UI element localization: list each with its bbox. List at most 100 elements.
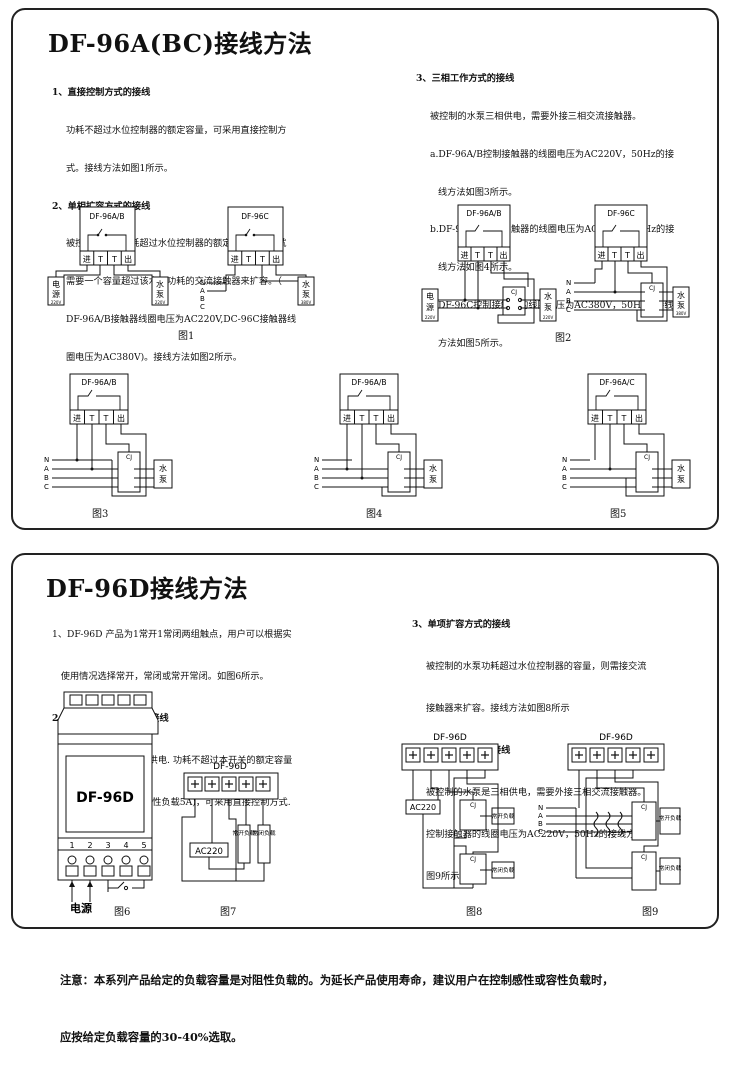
svg-text:220V: 220V	[543, 315, 554, 320]
svg-text:5: 5	[141, 841, 146, 850]
svg-text:B: B	[200, 295, 205, 303]
fig5-three-phase-96c-diagram: DF-96A/C 进 T T 出 N A B C CJ 水 泵	[562, 373, 691, 497]
section-1-left-text: 1、直接控制方式的接线 功耗不超过水位控制器的额定容量，可采用直接控制方 式。接…	[52, 62, 296, 377]
svg-text:220V: 220V	[51, 300, 62, 305]
fig1-direct-control-diagram: DF-96A/B 进 T T 出 电 源 220V 水 泵 220V	[47, 206, 169, 306]
svg-text:水: 水	[677, 463, 685, 473]
svg-text:AC220: AC220	[410, 803, 436, 812]
svg-text:N: N	[562, 456, 567, 464]
svg-text:T: T	[97, 255, 103, 264]
svg-text:DF-96A/B: DF-96A/B	[466, 209, 501, 218]
section-2-para-4-line-1: 被控制的水泵是三相供电，需要外接三相交流接触器。	[426, 787, 647, 798]
section-2-heading-3: 3、单项扩容方式的接线	[412, 619, 511, 630]
svg-text:DF-96A/B: DF-96A/B	[351, 378, 386, 387]
svg-text:水: 水	[677, 290, 685, 300]
svg-text:CJ: CJ	[641, 854, 647, 861]
svg-text:T: T	[607, 414, 613, 423]
svg-text:C: C	[44, 483, 49, 491]
svg-text:常开负载: 常开负载	[232, 829, 255, 837]
svg-text:出: 出	[637, 250, 645, 260]
fig4-caption: 图4	[366, 509, 383, 520]
svg-text:源: 源	[52, 290, 60, 299]
svg-text:泵: 泵	[302, 290, 310, 299]
bottom-note-line-1: 注意：本系列产品给定的负载容量是对阻性负载的。为延长产品使用寿命，建议用户在控制…	[60, 973, 614, 987]
svg-text:水: 水	[302, 279, 310, 289]
fig6-power-label: 电源	[70, 901, 92, 915]
section-1-para-3-line-1: 被控制的水泵三相供电，需要外接三相交流接触器。	[430, 110, 642, 122]
svg-text:CJ: CJ	[126, 454, 132, 461]
section-2-para-3-line-1: 被控制的水泵功耗超过水位控制器的容量，则需接交流	[426, 661, 647, 672]
svg-text:出: 出	[387, 413, 395, 423]
section-1-para-2-line-4: 圈电压为AC380V)。接线方法如图2所示。	[66, 351, 242, 363]
svg-text:B: B	[562, 474, 567, 482]
section-1-para-3-line-4: b.DF-96A/B控制接触器的线圈电压为AC380V，50Hz的接	[430, 224, 675, 236]
fig8-caption: 图8	[466, 907, 483, 918]
svg-text:进: 进	[598, 251, 606, 260]
svg-text:T: T	[621, 414, 627, 423]
svg-text:B: B	[314, 474, 319, 482]
fig1-left-terminal-block: 进 T T 出	[79, 250, 136, 266]
svg-text:进: 进	[83, 255, 91, 264]
svg-text:A: A	[566, 288, 571, 296]
section-2-para-1-line-2: 使用情况选择常开，常闭或常开常闭。如图6所示。	[52, 671, 269, 682]
svg-text:DF-96C: DF-96C	[607, 209, 635, 218]
section-1-title-model: DF-96A(BC)	[48, 29, 215, 58]
section-2-title: DF-96D接线方法	[46, 569, 248, 604]
svg-text:A: A	[538, 812, 543, 820]
svg-text:进: 进	[231, 255, 239, 264]
svg-text:DF-96D: DF-96D	[599, 733, 633, 743]
fig3-three-phase-220v-diagram: DF-96A/B 进 T T 出 N A B C CJ 水 泵	[44, 373, 173, 497]
svg-text:进: 进	[461, 251, 469, 260]
svg-text:T: T	[111, 255, 117, 264]
fig1-right-model-label: DF-96C	[241, 212, 269, 221]
svg-text:出: 出	[124, 254, 132, 264]
svg-text:T: T	[89, 414, 95, 423]
fig9-caption: 图9	[642, 907, 659, 918]
svg-text:T: T	[245, 255, 251, 264]
fig2-three-phase-contactor-diagram: DF-96C 进 T T 出 N A B C CJ 水 泵 380V	[566, 204, 690, 322]
svg-text:C: C	[200, 303, 205, 311]
svg-text:泵: 泵	[677, 475, 685, 484]
fig7-direct-load-diagram: DF-96D AC220 常开负载 常闭负载	[181, 762, 279, 882]
svg-text:T: T	[487, 251, 493, 260]
svg-text:B: B	[566, 297, 571, 305]
svg-text:N: N	[566, 279, 571, 287]
svg-text:220V: 220V	[425, 315, 436, 320]
svg-text:4: 4	[123, 841, 128, 850]
svg-text:常开负载: 常开负载	[659, 814, 682, 822]
svg-text:出: 出	[635, 413, 643, 423]
svg-text:泵: 泵	[544, 303, 552, 312]
svg-text:B: B	[538, 820, 543, 828]
section-2-para-4-line-2: 控制接触器的线圈电压为AC220V，50Hz的接线方式如	[426, 829, 654, 840]
svg-text:CJ: CJ	[470, 856, 476, 863]
fig7-caption: 图7	[220, 907, 237, 918]
svg-text:常闭负载: 常闭负载	[252, 829, 275, 837]
svg-text:C: C	[562, 483, 567, 491]
svg-text:出: 出	[272, 254, 280, 264]
fig1-caption: 图1	[178, 331, 195, 342]
section-1-para-2-line-3: DF-96A/B接触器线圈电压为AC220V,DC-96C接触器线	[66, 313, 297, 325]
svg-text:CJ: CJ	[641, 804, 647, 811]
svg-text:水: 水	[544, 291, 552, 301]
svg-text:水: 水	[159, 463, 167, 473]
svg-text:进: 进	[73, 414, 81, 423]
svg-text:DF-96A/B: DF-96A/B	[81, 378, 116, 387]
fig1-left-model-label: DF-96A/B	[89, 212, 124, 221]
section-2-para-3-line-2: 接触器来扩容。接线方法如图8所示	[426, 703, 570, 714]
fig5-caption: 图5	[610, 509, 627, 520]
fig3-caption: 图3	[92, 509, 109, 520]
svg-text:N: N	[44, 456, 49, 464]
svg-text:N: N	[200, 279, 205, 287]
svg-text:B: B	[44, 474, 49, 482]
svg-text:水: 水	[156, 279, 164, 289]
svg-text:进: 进	[343, 414, 351, 423]
fig6-caption: 图6	[114, 907, 131, 918]
section-1-title: DF-96A(BC)接线方法	[48, 24, 312, 59]
section-1-heading-3: 3、三相工作方式的接线	[416, 73, 515, 85]
svg-text:泵: 泵	[156, 290, 164, 299]
section-1-title-sub: 接线方法	[214, 29, 313, 58]
section-1-para-1-line-1: 功耗不超过水位控制器的额定容量，可采用直接控制方	[66, 124, 287, 136]
section-2-para-4-line-3: 图9所示。	[426, 871, 469, 882]
svg-text:AC220: AC220	[195, 847, 223, 857]
svg-text:常闭负载: 常闭负载	[492, 866, 515, 874]
